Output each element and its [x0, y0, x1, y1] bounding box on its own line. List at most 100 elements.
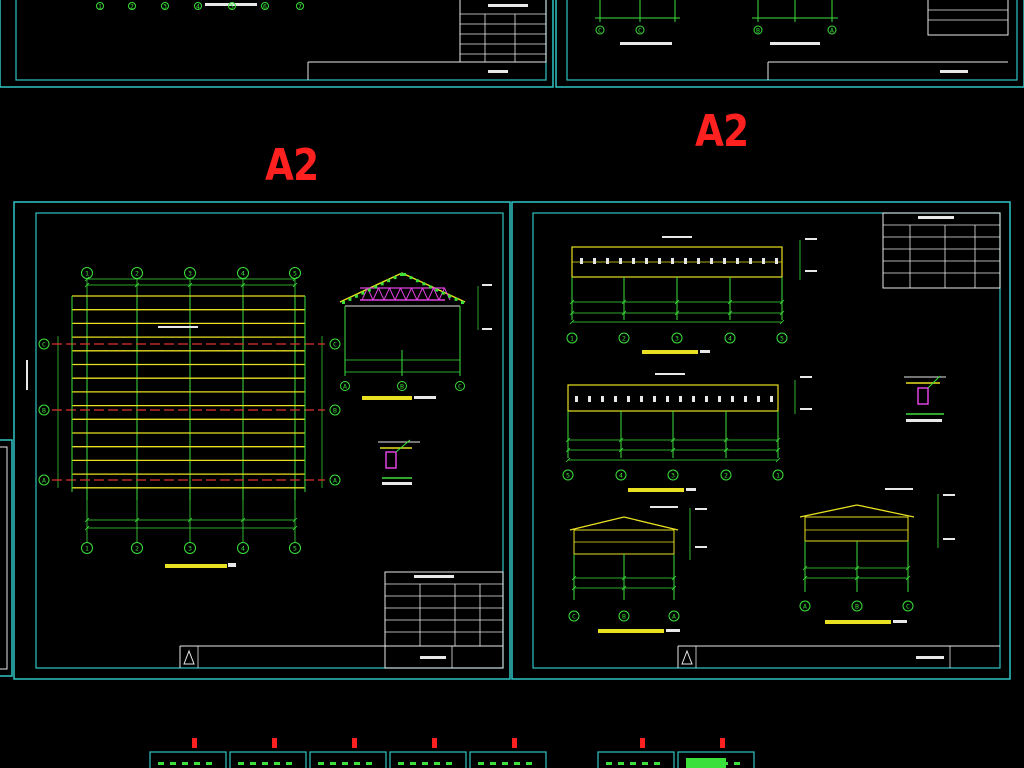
grid-bubble: A	[827, 25, 837, 35]
grid-bubble: 2	[131, 267, 143, 279]
detail-drawing-left	[378, 439, 420, 485]
svg-text:3: 3	[675, 334, 679, 342]
svg-text:2: 2	[622, 334, 626, 342]
svg-text:C: C	[638, 26, 642, 34]
grid-bubble: 3	[184, 267, 196, 279]
svg-text:B: B	[756, 26, 760, 34]
sheet-thumbnail	[309, 738, 387, 768]
grid-bubble: 3	[671, 332, 683, 344]
grid-bubble: 1	[81, 542, 93, 554]
svg-text:5: 5	[566, 471, 570, 479]
svg-text:A: A	[343, 382, 347, 390]
grid-bubble: A	[668, 610, 680, 622]
svg-text:5: 5	[230, 2, 234, 10]
svg-text:4: 4	[728, 334, 732, 342]
grid-bubble: B	[618, 610, 630, 622]
svg-text:B: B	[42, 406, 46, 414]
svg-text:1: 1	[570, 334, 574, 342]
grid-bubble: C	[329, 338, 341, 350]
svg-text:2: 2	[130, 2, 134, 10]
grid-bubble: A	[38, 474, 50, 486]
svg-text:3: 3	[188, 269, 192, 277]
grid-bubble: 5	[562, 469, 574, 481]
svg-text:7: 7	[298, 2, 302, 10]
grid-bubble: 1	[96, 2, 104, 10]
svg-text:4: 4	[241, 544, 245, 552]
svg-text:1: 1	[776, 471, 780, 479]
svg-text:C: C	[42, 340, 46, 348]
svg-text:A: A	[333, 476, 337, 484]
svg-text:A: A	[803, 602, 807, 610]
sheet-size-label-left: A2	[265, 140, 319, 191]
truss-section-view: A B C	[339, 272, 492, 400]
svg-text:C: C	[458, 382, 462, 390]
grid-bubble: 5	[776, 332, 788, 344]
svg-text:3: 3	[188, 544, 192, 552]
grid-bubble: 2	[131, 542, 143, 554]
grid-bubble: C	[455, 381, 465, 391]
svg-text:5: 5	[780, 334, 784, 342]
grid-bubble: 4	[237, 267, 249, 279]
svg-text:C: C	[333, 340, 337, 348]
bottom-thumbnail-strip	[149, 738, 755, 768]
grid-bubble: 1	[81, 267, 93, 279]
grid-bubble: B	[38, 404, 50, 416]
svg-text:C: C	[598, 26, 602, 34]
grid-bubble: C	[595, 25, 605, 35]
svg-text:3: 3	[163, 2, 167, 10]
grid-bubble: 5	[289, 542, 301, 554]
grid-bubble: 7	[296, 2, 304, 10]
sheet-thumbnail	[469, 738, 547, 768]
grid-bubble: 5	[228, 2, 236, 10]
grid-bubble: 2	[618, 332, 630, 344]
svg-text:B: B	[622, 612, 626, 620]
grid-bubble: 2	[128, 2, 136, 10]
svg-text:1: 1	[85, 544, 89, 552]
grid-bubble: A	[799, 600, 811, 612]
sheet-thumbnail	[389, 738, 467, 768]
grid-bubble: C	[902, 600, 914, 612]
grid-bubble: B	[329, 404, 341, 416]
grid-bubble: 4	[194, 2, 202, 10]
grid-bubble: A	[329, 474, 341, 486]
svg-text:C: C	[572, 612, 576, 620]
svg-text:B: B	[855, 602, 859, 610]
svg-text:3: 3	[671, 471, 675, 479]
svg-text:4: 4	[196, 2, 200, 10]
elevation-drawings: 1 2 3 4 5 5 4 3 2 1C B A A B C	[562, 236, 955, 633]
grid-bubble: 6	[261, 2, 269, 10]
svg-text:B: B	[333, 406, 337, 414]
grid-bubble: B	[753, 25, 763, 35]
svg-text:2: 2	[135, 269, 139, 277]
grid-bubble: B	[397, 381, 407, 391]
svg-text:A: A	[672, 612, 676, 620]
svg-text:A: A	[830, 26, 834, 34]
thumbnail-highlight	[686, 758, 726, 768]
grid-bubble: 4	[237, 542, 249, 554]
grid-bubble: C	[38, 338, 50, 350]
svg-text:4: 4	[619, 471, 623, 479]
svg-text:5: 5	[293, 269, 297, 277]
grid-bubble: 3	[184, 542, 196, 554]
grid-bubble: 2	[720, 469, 732, 481]
sheet-thumbnail	[597, 738, 675, 768]
grid-bubble: B	[851, 600, 863, 612]
svg-text:1: 1	[98, 2, 102, 10]
svg-text:2: 2	[724, 471, 728, 479]
svg-text:1: 1	[85, 269, 89, 277]
sheet-thumbnail	[229, 738, 307, 768]
detail-drawing-right	[904, 375, 946, 422]
sheet-thumbnail	[149, 738, 227, 768]
svg-text:6: 6	[263, 2, 267, 10]
left-edge-partial-sheet	[0, 439, 13, 677]
grid-bubble: 4	[615, 469, 627, 481]
svg-text:C: C	[906, 602, 910, 610]
grid-bubble: A	[340, 381, 350, 391]
grid-bubble: 5	[289, 267, 301, 279]
svg-text:5: 5	[293, 544, 297, 552]
grid-bubble: 1	[566, 332, 578, 344]
top-left-sheet: 1 2 3 4 5 6 7	[0, 0, 554, 88]
